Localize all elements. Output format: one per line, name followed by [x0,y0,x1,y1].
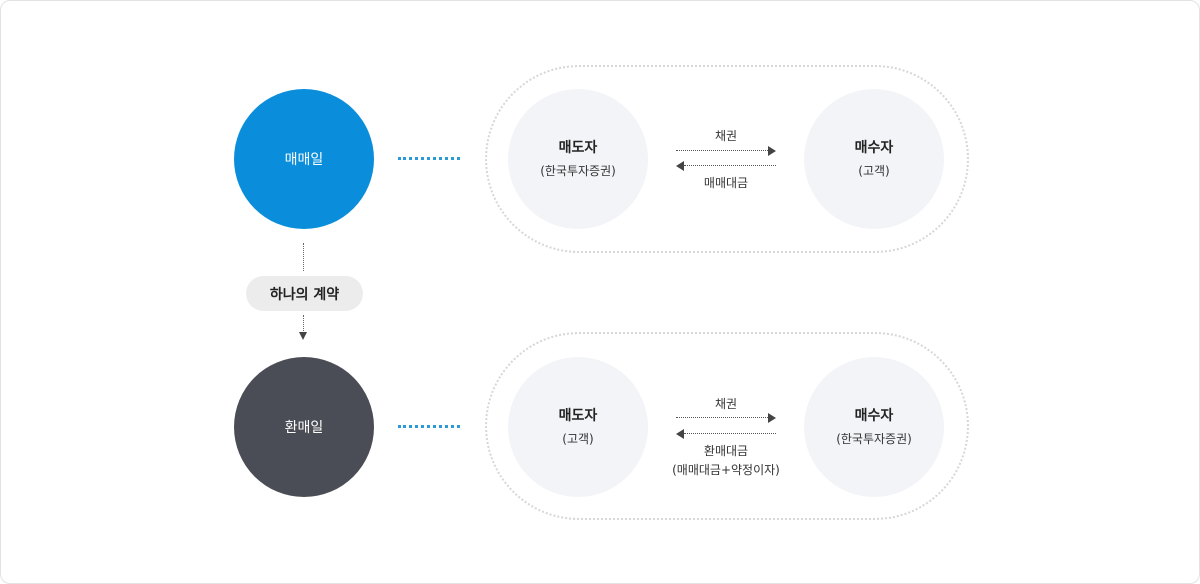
repurchase-day-label: 환매일 [284,420,324,436]
repurchase-buyer-sub: (한국투자증권) [836,432,912,446]
repurchase-bond-arrow-icon [676,413,776,423]
repurchase-bond-label: 채권 [714,397,738,411]
repurchase-parties-group [485,332,969,520]
repurchase-seller-circle: 매도자 (고객) [508,357,648,497]
trade-seller-sub: (한국투자증권) [540,164,616,178]
repurchase-buyer-circle: 매수자 (한국투자증권) [804,357,944,497]
trade-bond-label: 채권 [714,129,738,143]
trade-seller-name: 매도자 [558,140,598,156]
repurchase-payment-arrow-icon [676,429,776,439]
trade-buyer-circle: 매수자 (고객) [804,89,944,229]
trade-buyer-sub: (고객) [858,164,890,178]
trade-bond-arrow-icon [676,146,776,156]
trade-day-circle: 매매일 [234,89,374,229]
repurchase-payment-label: 환매대금 [703,444,749,458]
repurchase-seller-name: 매도자 [558,408,598,424]
trade-day-label: 매매일 [284,152,324,168]
trade-payment-label: 매매대금 [703,176,749,190]
trade-buyer-name: 매수자 [854,140,894,156]
trade-parties-group [485,65,969,253]
repurchase-seller-sub: (고객) [562,432,594,446]
repurchase-day-circle: 환매일 [234,357,374,497]
contract-pill: 하나의 계약 [246,276,363,311]
repurchase-connector-dots [398,425,460,428]
arrow-down-icon [299,332,307,340]
repurchase-buyer-name: 매수자 [854,408,894,424]
trade-connector-dots [398,157,460,160]
contract-connector-top [303,243,304,271]
contract-label: 하나의 계약 [269,286,340,303]
trade-seller-circle: 매도자 (한국투자증권) [508,89,648,229]
trade-payment-arrow-icon [676,161,776,171]
contract-connector-bottom [303,315,304,333]
repurchase-payment-sub: (매매대금+약정이자) [672,463,780,477]
